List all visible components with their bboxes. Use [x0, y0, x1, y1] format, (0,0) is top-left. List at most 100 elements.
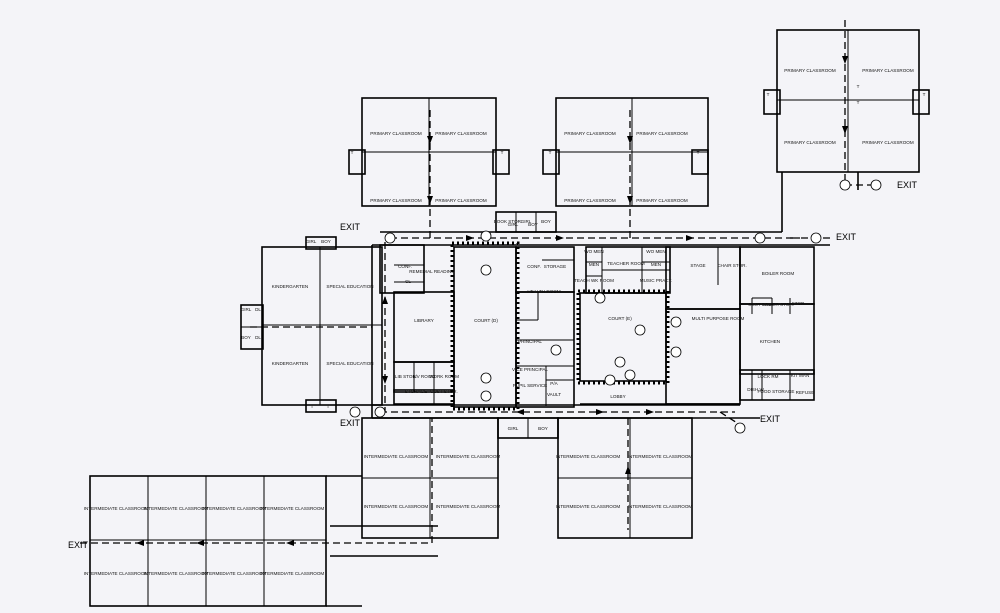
room-label: INTERMEDIATE CLASSROOM — [84, 571, 149, 576]
room-label: BOY — [241, 335, 251, 340]
room-label: INTERMEDIATE CLASSROOM — [202, 506, 267, 511]
direction-arrow — [627, 196, 633, 204]
room-label: LIB STOR. — [395, 374, 417, 379]
exit-label: EXIT — [68, 540, 89, 550]
room-label: INTERMEDIATE CLASSROOM — [628, 504, 693, 509]
room-label: MUSIC PRACT. — [640, 278, 672, 283]
direction-arrow — [382, 296, 388, 304]
room-label: PRIMARY CLASSROOM — [784, 68, 836, 73]
alarm-symbol — [870, 179, 882, 191]
room-label: CONF. — [527, 264, 541, 269]
room-label: DL — [255, 335, 261, 340]
symbols-layer — [349, 179, 882, 434]
direction-arrow — [646, 409, 654, 415]
room-wall — [763, 89, 781, 115]
room-label: INTERMEDIATE CLASSROOM — [144, 506, 209, 511]
room-wall — [739, 369, 815, 401]
room-label: CONF. — [398, 264, 412, 269]
room-label: VICE PRINCIPAL — [512, 367, 548, 372]
room-label: INTERMEDIATE CLASSROOM — [144, 571, 209, 576]
room-label: CUST STOR. — [430, 389, 458, 394]
alarm-symbol — [480, 372, 492, 384]
room-wall — [348, 149, 366, 175]
room-label: INTERMEDIATE CLASSROOM — [202, 571, 267, 576]
room-label: KINDERGARTEN — [272, 361, 308, 366]
room-label: BOY — [321, 239, 331, 244]
court-e-edge — [576, 289, 670, 385]
exit-label: EXIT — [836, 232, 857, 242]
direction-arrow — [842, 126, 848, 134]
room-label: LIBRARY — [414, 318, 434, 323]
room-label: INTERMEDIATE CLASSROOM — [260, 506, 325, 511]
room-label: T — [311, 404, 314, 409]
room-label: COURT (E) — [608, 316, 632, 321]
room-label: PRIMARY CLASSROOM — [636, 198, 688, 203]
room-label: INTERMEDIATE CLASSROOM — [364, 454, 429, 459]
room-label: INTERMEDIATE CLASSROOM — [260, 571, 325, 576]
direction-arrow — [556, 235, 564, 241]
room-label: BOY — [541, 219, 551, 224]
direction-arrow — [427, 136, 433, 144]
exit-label: EXIT — [897, 180, 918, 190]
direction-arrow — [196, 540, 204, 546]
room-label: WORK ROOM — [429, 374, 459, 379]
exit-label: EXIT — [760, 414, 781, 424]
alarm-symbol — [734, 422, 746, 434]
labels-layer: PRIMARY CLASSROOM PRIMARY CLASSROOM PRIMAR… — [68, 68, 926, 576]
room-label: CUST TOIL — [748, 302, 772, 307]
direction-arrow — [627, 136, 633, 144]
room-wall — [305, 399, 337, 413]
room-label: PRIMARY CLASSROOM — [862, 68, 914, 73]
room-label: PRIMARY CLASSROOM — [636, 131, 688, 136]
room-label: PRIMARY CLASSROOM — [564, 131, 616, 136]
alarm-symbol — [550, 344, 562, 356]
alarm-symbol — [614, 356, 626, 368]
room-label: INTERMEDIATE CLASSROOM — [436, 504, 501, 509]
room-label: FOOD STORAGE — [758, 389, 795, 394]
room-label: CL — [405, 279, 411, 284]
room-label: GIRL — [241, 307, 252, 312]
room-label: PRIMARY CLASSROOM — [564, 198, 616, 203]
alarm-symbol — [480, 390, 492, 402]
alarm-symbol — [384, 232, 396, 244]
room-label: CHAIR STOR. — [717, 263, 747, 268]
exit-label: EXIT — [340, 418, 361, 428]
alarm-symbol — [754, 232, 766, 244]
room-label: GIRL — [521, 219, 532, 224]
room-label: TEACHER ROOM — [607, 261, 645, 266]
room-label: BOY — [538, 426, 548, 431]
room-label: COURT (D) — [474, 318, 498, 323]
room-wall — [739, 303, 815, 375]
room-label: T — [501, 150, 504, 155]
room-label: WO MEN — [584, 249, 603, 254]
room-label: INTERMEDIATE CLASSROOM — [436, 454, 501, 459]
room-label: PRIMARY CLASSROOM — [370, 198, 422, 203]
direction-arrow — [286, 540, 294, 546]
direction-arrow — [596, 409, 604, 415]
room-label: T — [351, 150, 354, 155]
room-label: MEN — [589, 262, 599, 267]
alarm-symbol — [480, 264, 492, 276]
room-label: REMEDIAL READING — [409, 269, 455, 274]
room-label: STAGE — [690, 263, 705, 268]
walls-layer — [89, 29, 930, 607]
alarm-symbol — [374, 406, 386, 418]
exit-routes-layer — [80, 20, 878, 546]
room-label: BOOK STOR. — [494, 219, 523, 224]
room-label: PRIMARY CLASSROOM — [435, 131, 487, 136]
room-label: PUPIL SERVICE — [513, 383, 547, 388]
direction-arrow — [427, 196, 433, 204]
room-label: TEACH WK ROOM — [574, 278, 614, 283]
direction-arrow — [842, 56, 848, 64]
room-label: INTERMEDIATE CLASSROOM — [364, 504, 429, 509]
room-label: T — [549, 150, 552, 155]
room-label: STORAGE — [405, 389, 427, 394]
room-label: GIRL — [306, 239, 317, 244]
room-label: T — [857, 84, 860, 89]
room-wall — [89, 475, 327, 607]
room-label: SPECIAL EDUCATION — [326, 284, 373, 289]
room-label: VAULT — [547, 392, 561, 397]
room-label: LOBBY — [610, 394, 625, 399]
room-label: KITCHEN — [760, 339, 780, 344]
